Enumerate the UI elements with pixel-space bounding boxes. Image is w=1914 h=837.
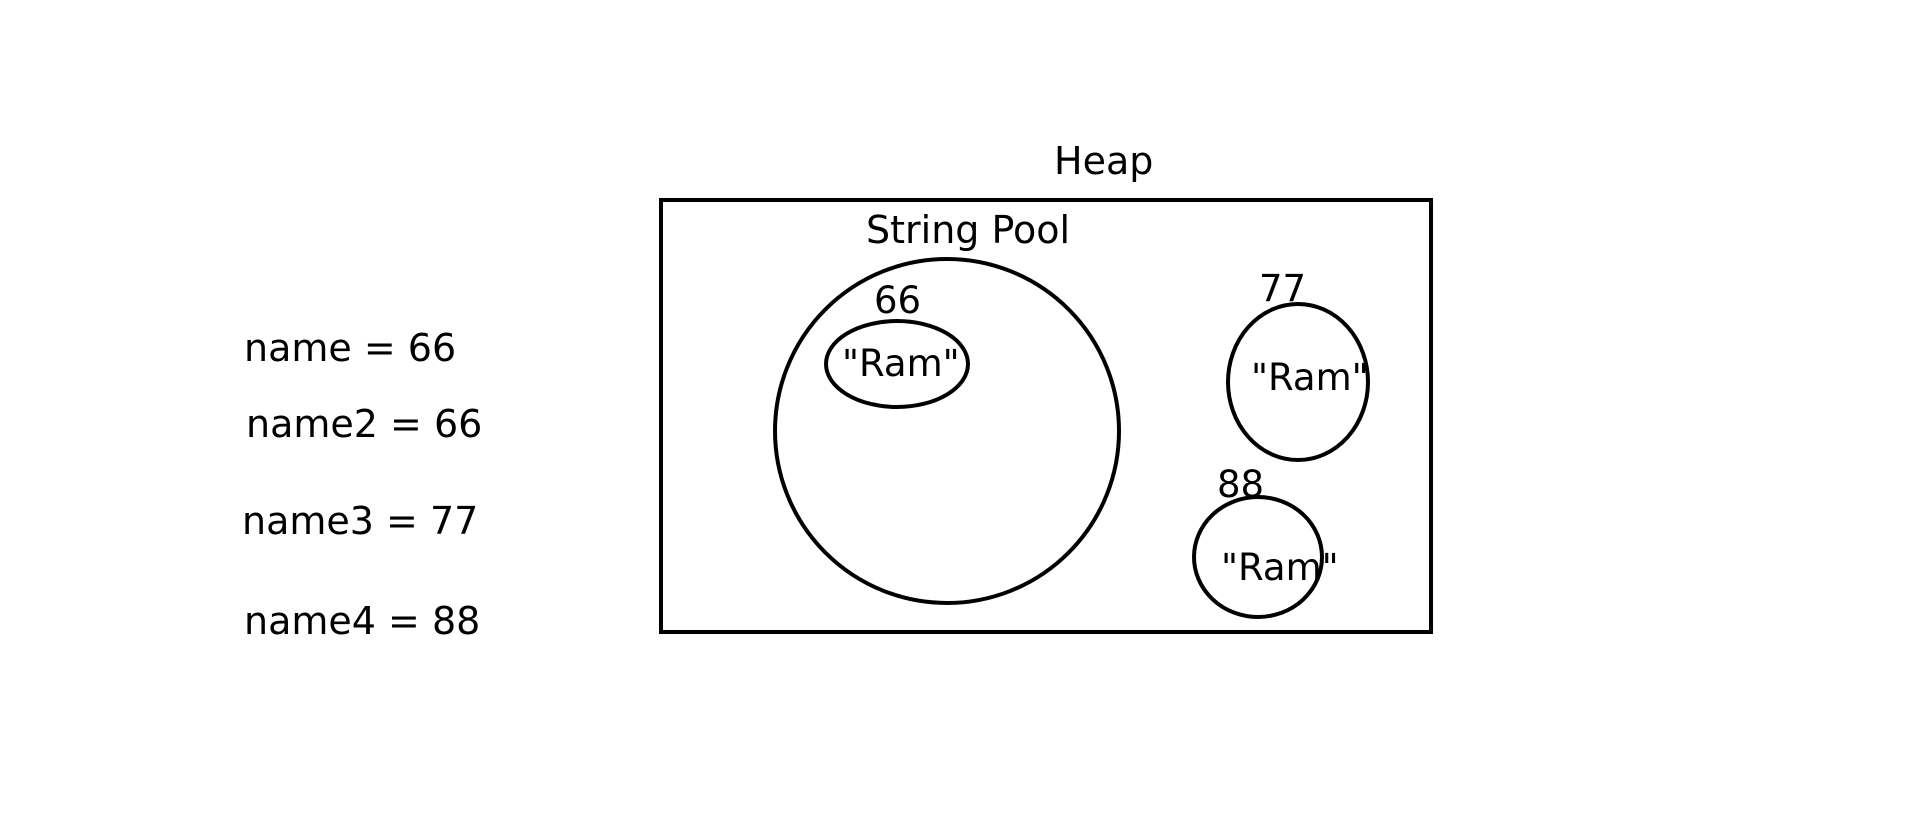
heap-object-88-ellipse (1192, 495, 1324, 619)
variable-name3: name3 = 77 (242, 499, 478, 543)
heap-title: Heap (1054, 139, 1153, 183)
heap-object-77-value: "Ram" (1251, 356, 1369, 399)
variable-name4: name4 = 88 (244, 599, 480, 643)
string-pool-circle (773, 257, 1121, 605)
heap-box (659, 198, 1433, 634)
string-pool-title: String Pool (866, 208, 1070, 252)
heap-object-88-value: "Ram" (1221, 546, 1339, 589)
variable-name: name = 66 (244, 326, 456, 370)
variable-name2: name2 = 66 (246, 402, 482, 446)
heap-object-77-ellipse (1226, 302, 1370, 462)
pool-object-ellipse (824, 319, 970, 409)
pool-object-address: 66 (874, 279, 921, 322)
pool-object-value: "Ram" (842, 342, 960, 385)
